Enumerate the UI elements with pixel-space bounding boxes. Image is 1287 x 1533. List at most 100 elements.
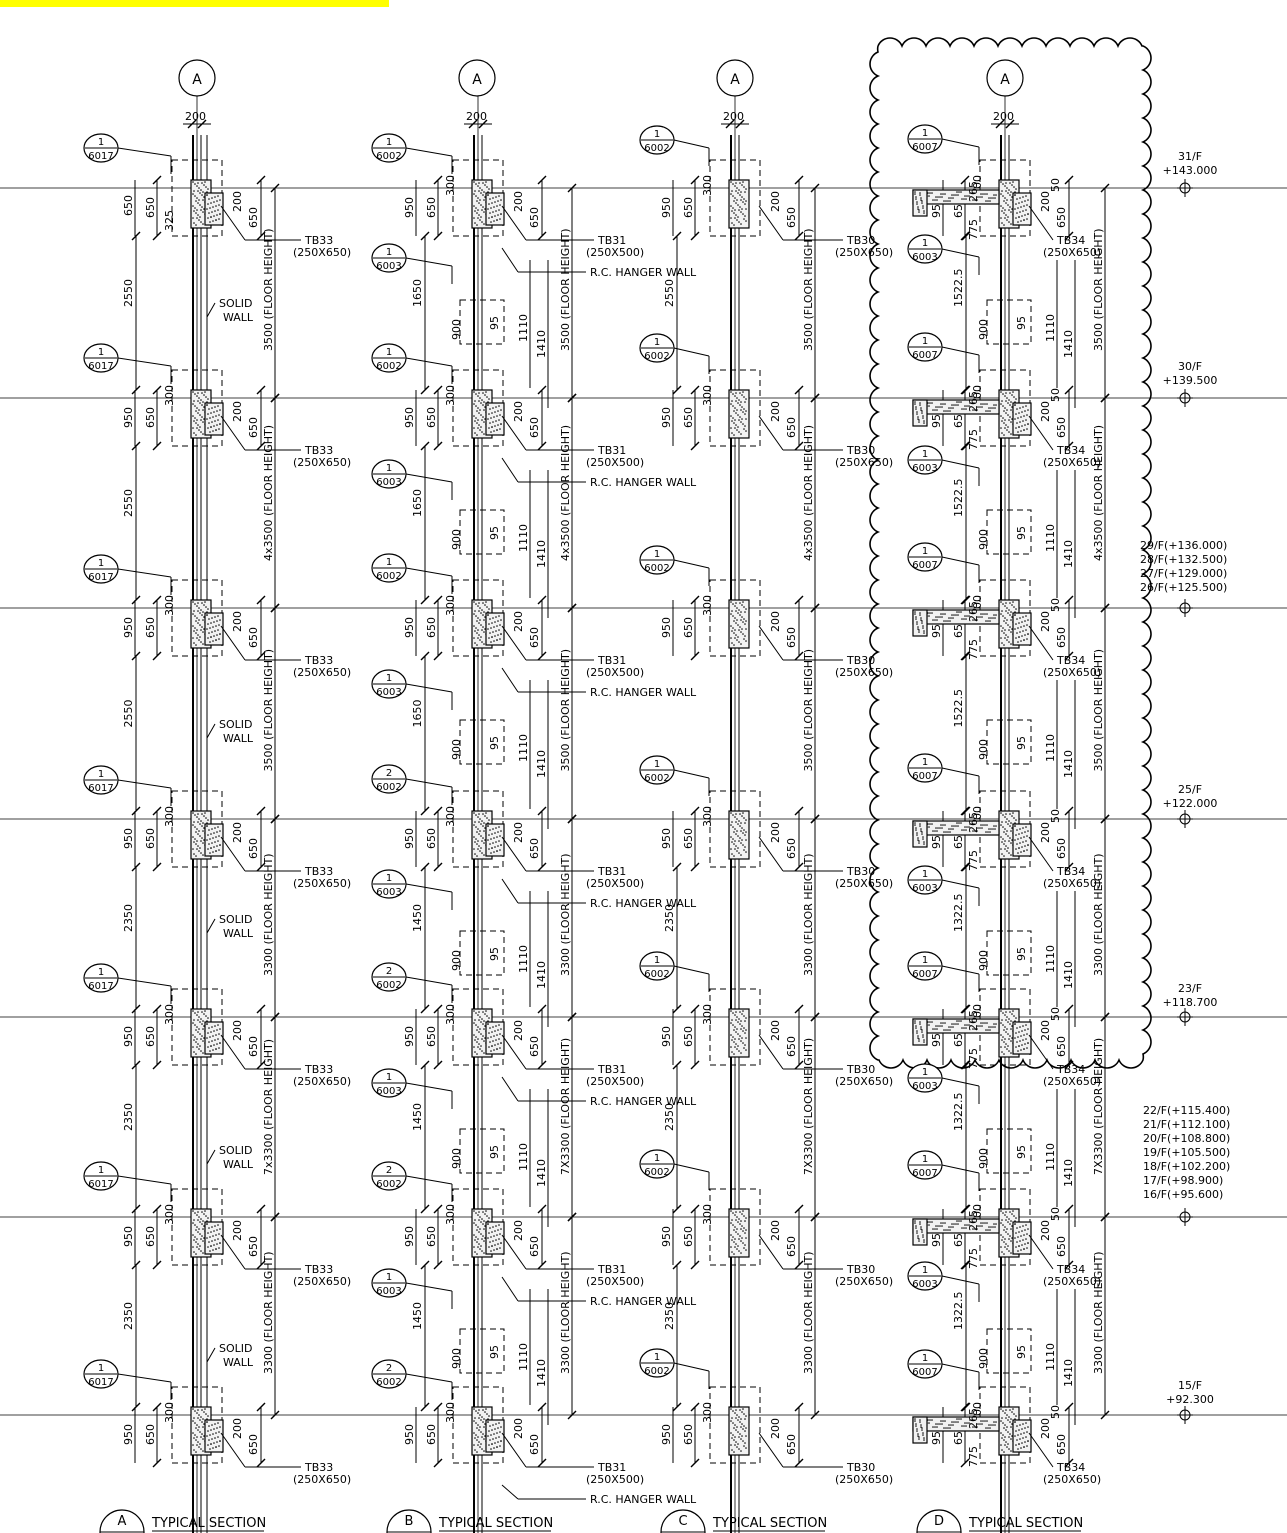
concrete-dot bbox=[1003, 212, 1005, 214]
beam-hatch bbox=[1012, 1221, 1032, 1255]
concrete-dot bbox=[200, 1436, 202, 1438]
dim-tick bbox=[672, 1204, 682, 1214]
detail-leader bbox=[117, 147, 172, 157]
concrete-dot bbox=[923, 1239, 925, 1241]
concrete-dot bbox=[738, 641, 740, 643]
dim-950: 950 bbox=[660, 1026, 673, 1047]
detail-number: 1 bbox=[98, 558, 104, 569]
concrete-dot bbox=[202, 1052, 204, 1054]
concrete-dot bbox=[965, 1027, 967, 1029]
concrete-dot bbox=[495, 841, 497, 843]
concrete-dot bbox=[972, 830, 974, 832]
concrete-dot bbox=[989, 410, 991, 412]
concrete-dot bbox=[735, 1243, 737, 1245]
concrete-dot bbox=[730, 613, 732, 615]
concrete-dot bbox=[921, 1231, 923, 1233]
dim-tick bbox=[810, 1410, 820, 1420]
concrete-dot bbox=[1019, 1026, 1021, 1028]
concrete-dot bbox=[1006, 639, 1008, 641]
detail-sheet: 6002 bbox=[376, 361, 401, 372]
concrete-dot bbox=[218, 1047, 220, 1049]
concrete-dot bbox=[196, 427, 198, 429]
concrete-dot bbox=[1005, 182, 1007, 184]
concrete-dot bbox=[197, 392, 199, 394]
concrete-dot bbox=[490, 221, 492, 223]
concrete-dot bbox=[921, 412, 923, 414]
concrete-dot bbox=[214, 1025, 216, 1027]
concrete-dot bbox=[192, 1210, 194, 1212]
concrete-dot bbox=[949, 410, 951, 412]
concrete-dot bbox=[473, 181, 475, 183]
concrete-dot bbox=[932, 619, 934, 621]
concrete-dot bbox=[992, 617, 994, 619]
detail-leader bbox=[405, 257, 453, 267]
concrete-dot bbox=[1024, 1427, 1026, 1429]
window-detail-box bbox=[459, 1328, 505, 1374]
concrete-dot bbox=[208, 408, 210, 410]
concrete-dot bbox=[192, 181, 194, 183]
concrete-dot bbox=[993, 1421, 995, 1423]
concrete-dot bbox=[202, 223, 204, 225]
concrete-dot bbox=[207, 623, 209, 625]
concrete-dot bbox=[195, 1427, 197, 1429]
concrete-dot bbox=[730, 824, 732, 826]
concrete-dot bbox=[211, 631, 213, 633]
concrete-dot bbox=[943, 1427, 945, 1429]
concrete-dot bbox=[730, 1420, 732, 1422]
detail-number: 2 bbox=[386, 966, 392, 977]
dim-tick bbox=[420, 1060, 430, 1070]
concrete-dot bbox=[963, 198, 965, 200]
concrete-dot bbox=[958, 1020, 960, 1022]
concrete-dot bbox=[1017, 852, 1019, 854]
concrete-dot bbox=[192, 613, 194, 615]
dim-tick bbox=[152, 1204, 162, 1214]
concrete-dot bbox=[971, 1221, 973, 1223]
dim-tick bbox=[270, 1012, 280, 1022]
concrete-dot bbox=[478, 1441, 480, 1443]
concrete-dot bbox=[1018, 622, 1020, 624]
concrete-dot bbox=[923, 422, 925, 424]
concrete-dot bbox=[192, 1046, 194, 1048]
detail-box bbox=[171, 1188, 223, 1266]
concrete-dot bbox=[730, 601, 732, 603]
dim-300: 300 bbox=[163, 595, 176, 616]
concrete-dot bbox=[196, 1038, 198, 1040]
dim-200: 200 bbox=[231, 822, 244, 843]
concrete-dot bbox=[969, 1221, 971, 1223]
concrete-dot bbox=[193, 420, 195, 422]
concrete-dot bbox=[478, 1409, 480, 1411]
floor-height-dim: 3500 (FLOOR HEIGHT) bbox=[1092, 649, 1105, 772]
dim-300: 300 bbox=[444, 806, 457, 827]
concrete-dot bbox=[195, 843, 197, 845]
detail-sheet: 6002 bbox=[644, 969, 669, 980]
concrete-dot bbox=[196, 197, 198, 199]
concrete-dot bbox=[742, 1428, 744, 1430]
concrete-dot bbox=[489, 829, 491, 831]
concrete-dot bbox=[1026, 1033, 1028, 1035]
concrete-dot bbox=[201, 1023, 203, 1025]
concrete-dot bbox=[1001, 222, 1003, 224]
concrete-dot bbox=[483, 842, 485, 844]
concrete-dot bbox=[1014, 839, 1016, 841]
concrete-dot bbox=[1001, 1019, 1003, 1021]
concrete-dot bbox=[219, 1426, 221, 1428]
concrete-dot bbox=[985, 410, 987, 412]
concrete-dot bbox=[211, 421, 213, 423]
dim-tick bbox=[433, 651, 443, 661]
concrete-dot bbox=[1008, 629, 1010, 631]
concrete-dot bbox=[477, 828, 479, 830]
concrete-dot bbox=[200, 641, 202, 643]
concrete-dot bbox=[918, 1038, 920, 1040]
concrete-dot bbox=[966, 195, 968, 197]
concrete-dot bbox=[966, 826, 968, 828]
dim-tick bbox=[961, 1004, 971, 1014]
concrete-dot bbox=[919, 612, 921, 614]
concrete-dot bbox=[1001, 821, 1003, 823]
concrete-dot bbox=[961, 1027, 963, 1029]
concrete-dot bbox=[1014, 404, 1016, 406]
dim-tick bbox=[270, 1410, 280, 1420]
concrete-dot bbox=[215, 415, 217, 417]
concrete-dot bbox=[1007, 402, 1009, 404]
